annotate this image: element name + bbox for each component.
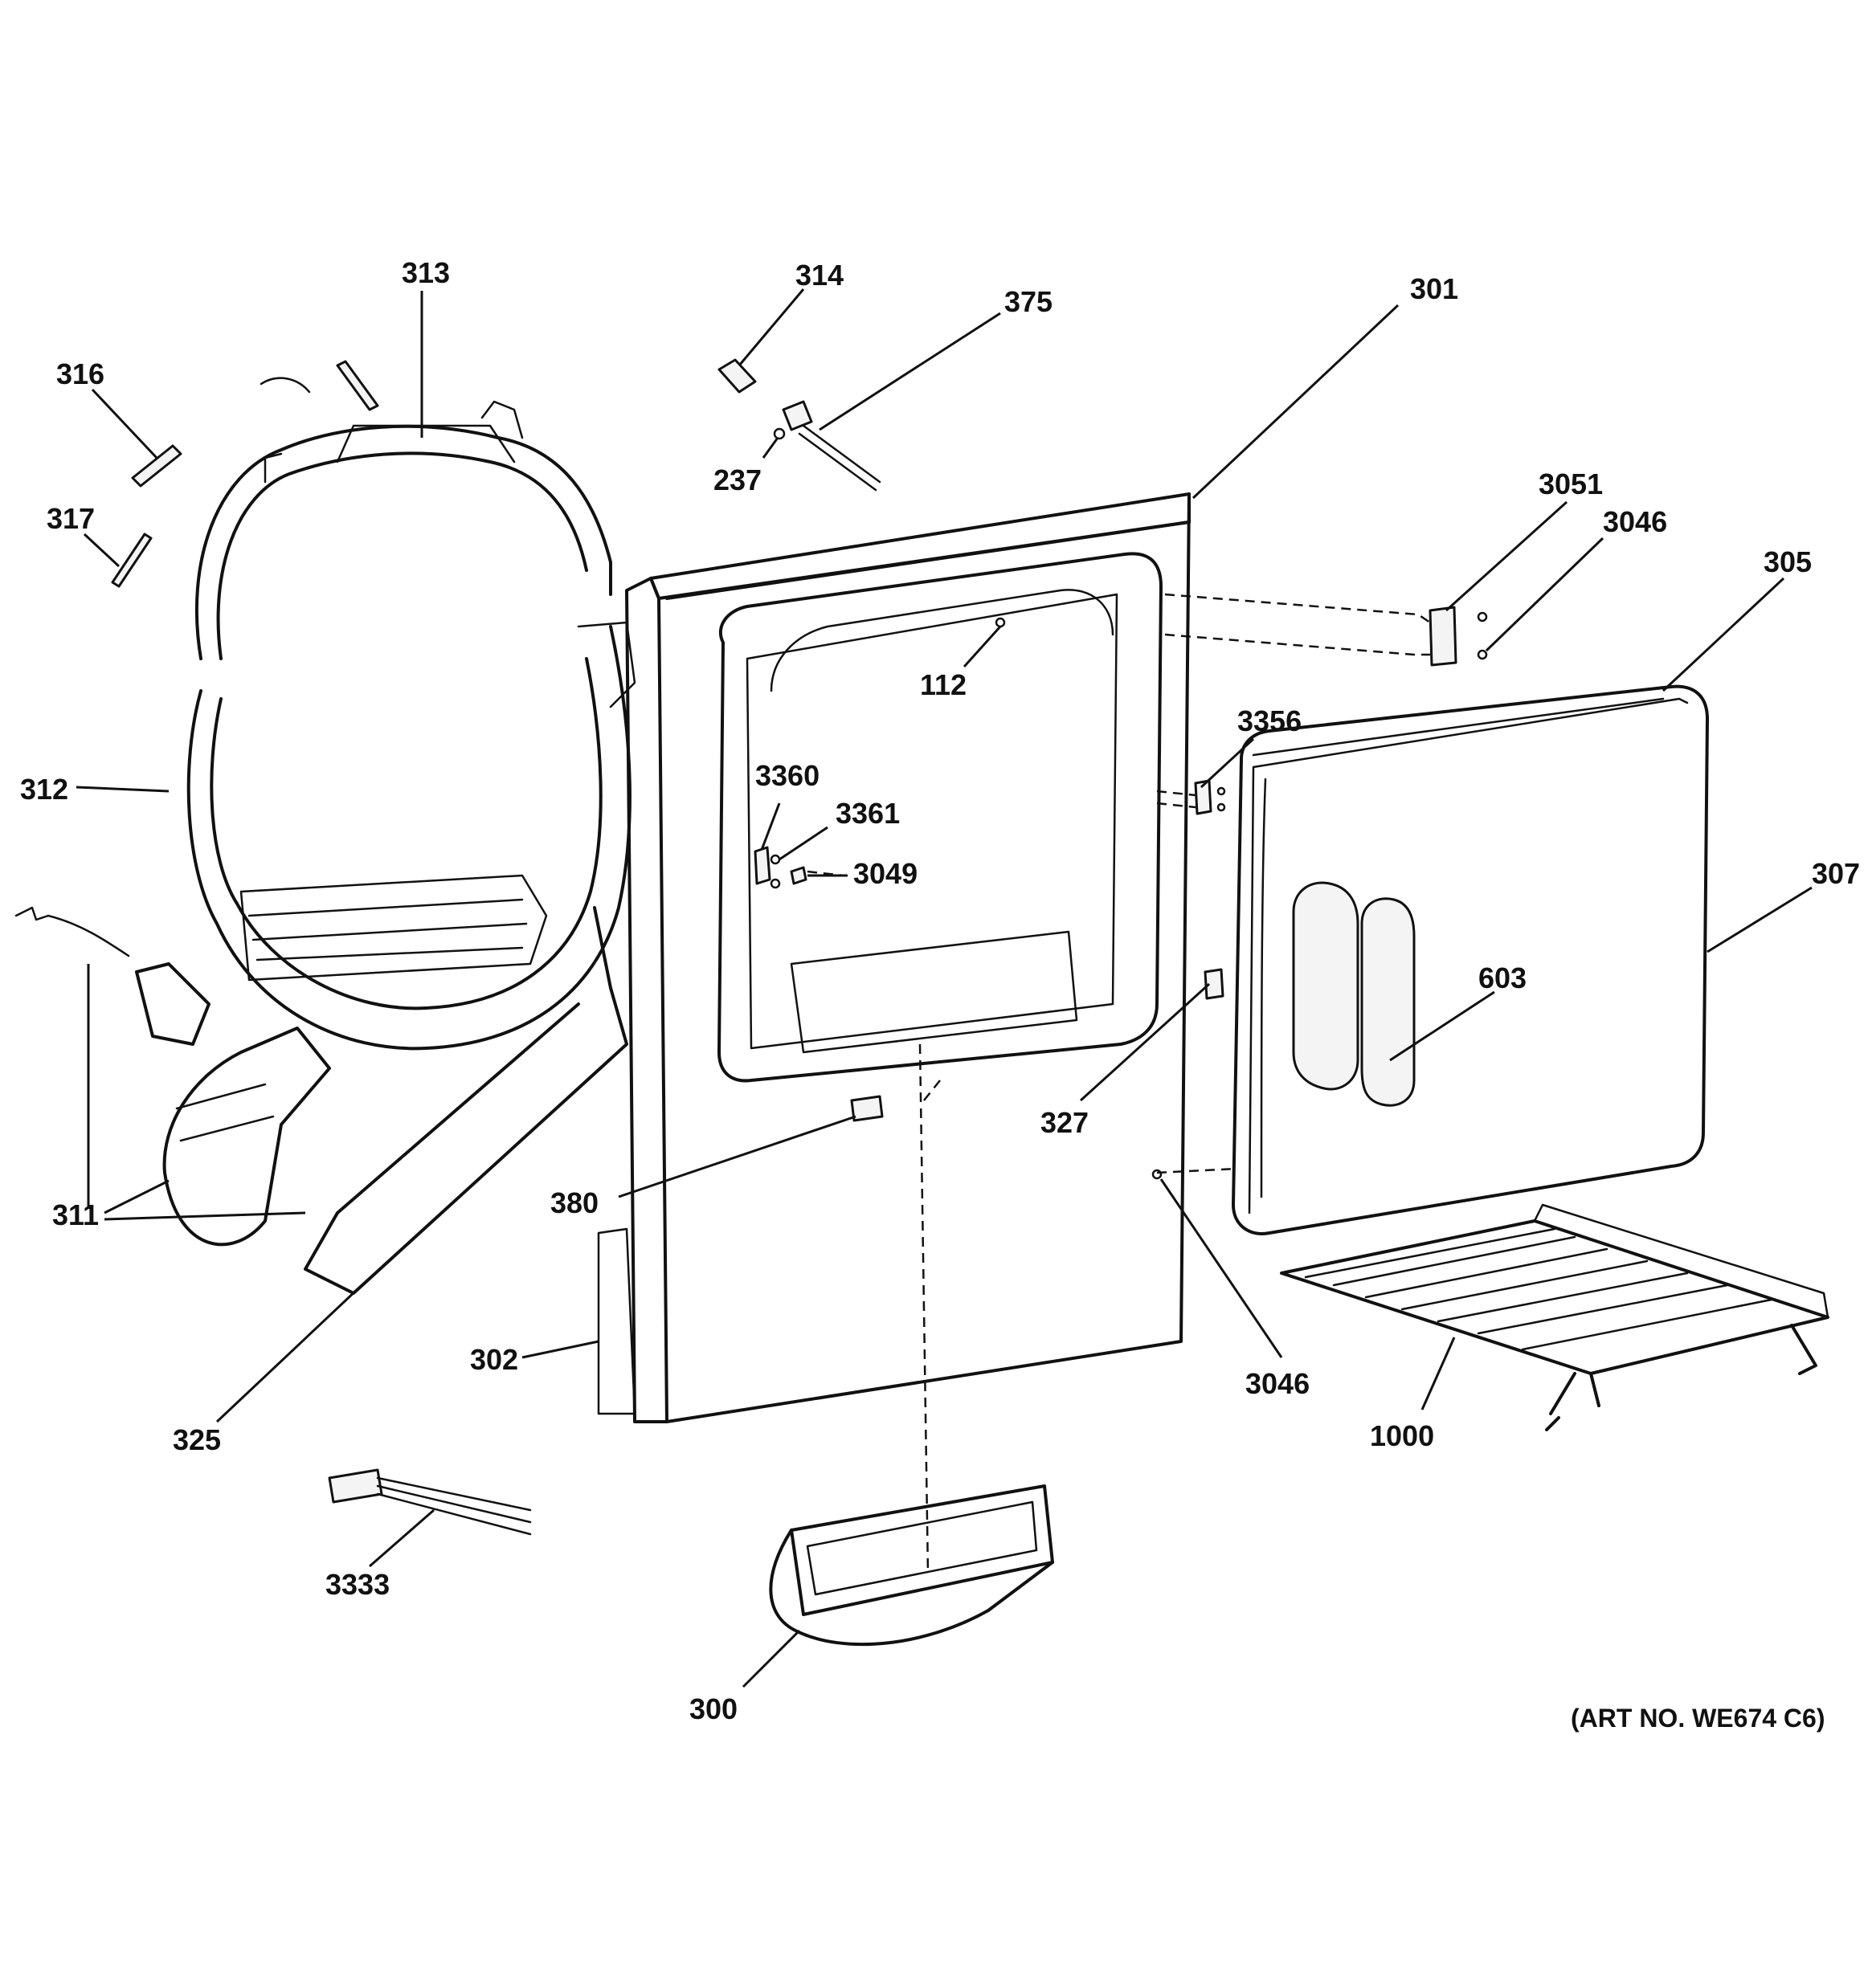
part-313-bulkhead-upper bbox=[194, 400, 612, 660]
callout-300: 300 bbox=[689, 1692, 738, 1725]
leader-302 bbox=[521, 1340, 599, 1359]
part-3361-screw bbox=[770, 854, 781, 889]
part-3051-hinge bbox=[1429, 606, 1488, 667]
callout-314: 314 bbox=[795, 259, 844, 292]
part-3356-hinge bbox=[1194, 779, 1226, 815]
leader-lines bbox=[76, 288, 1813, 1688]
leader-325 bbox=[215, 1288, 359, 1423]
callout-237: 237 bbox=[713, 463, 762, 496]
leader-327 bbox=[1079, 982, 1211, 1102]
leader-1000 bbox=[1420, 1337, 1456, 1410]
leader-317 bbox=[83, 533, 121, 568]
callout-325: 325 bbox=[173, 1423, 221, 1456]
part-302-insulation bbox=[597, 1227, 636, 1415]
part-3049-strike bbox=[790, 866, 807, 885]
leader-301 bbox=[1192, 304, 1400, 500]
part-316-clip bbox=[131, 444, 182, 488]
callout-311: 311 bbox=[52, 1198, 99, 1231]
leader-316 bbox=[91, 388, 158, 459]
part-3333-cable bbox=[328, 1468, 532, 1536]
part-375-harness bbox=[782, 400, 881, 492]
part-3046-screw-lower bbox=[1151, 1169, 1163, 1180]
callout-301: 301 bbox=[1410, 272, 1458, 305]
callout-3051: 3051 bbox=[1539, 467, 1603, 500]
callout-316: 316 bbox=[56, 357, 104, 390]
callout-3360: 3360 bbox=[755, 759, 820, 792]
part-325-hose bbox=[304, 906, 628, 1295]
callout-labels: 313 316 317 312 311 325 3333 314 375 237… bbox=[20, 256, 1860, 1725]
callout-305: 305 bbox=[1764, 545, 1812, 578]
leader-3356 bbox=[1200, 737, 1255, 789]
leader-3046-lower bbox=[1159, 1178, 1283, 1358]
part-311-duct bbox=[14, 906, 331, 1247]
part-300-lint-housing bbox=[769, 1484, 1054, 1647]
callout-313: 313 bbox=[402, 256, 450, 289]
part-305-door-frame bbox=[1252, 697, 1665, 757]
leader-311-c bbox=[104, 1211, 306, 1221]
callout-302: 302 bbox=[470, 1343, 518, 1376]
part-603-handle bbox=[1292, 881, 1416, 1107]
leader-380 bbox=[618, 1115, 856, 1198]
callout-3046-upper: 3046 bbox=[1603, 505, 1667, 538]
leader-311-b bbox=[104, 1179, 170, 1214]
leader-3361 bbox=[779, 826, 828, 861]
leader-3046-upper bbox=[1485, 537, 1604, 652]
leader-307 bbox=[1707, 886, 1813, 953]
callout-380: 380 bbox=[550, 1186, 599, 1219]
callout-317: 317 bbox=[47, 502, 95, 535]
leader-3333 bbox=[369, 1508, 435, 1568]
part-237-screw bbox=[773, 427, 786, 440]
leader-3360 bbox=[760, 802, 781, 851]
callout-327: 327 bbox=[1040, 1106, 1089, 1139]
leader-237 bbox=[762, 437, 779, 459]
part-380-switch bbox=[850, 1095, 884, 1122]
callout-375: 375 bbox=[1004, 285, 1053, 318]
part-307-door bbox=[1232, 684, 1709, 1235]
callout-307: 307 bbox=[1812, 857, 1860, 890]
callout-3361: 3361 bbox=[836, 797, 900, 830]
leader-300 bbox=[742, 1629, 801, 1688]
art-number: (ART NO. WE674 C6) bbox=[1571, 1704, 1825, 1733]
callout-312: 312 bbox=[20, 773, 68, 806]
part-312-bulkhead-lower bbox=[186, 621, 636, 1051]
callout-112: 112 bbox=[920, 668, 967, 701]
callout-603: 603 bbox=[1478, 961, 1527, 994]
part-3360-latch bbox=[754, 846, 771, 885]
leader-305 bbox=[1662, 577, 1785, 692]
callout-1000: 1000 bbox=[1370, 1419, 1434, 1452]
leader-603 bbox=[1389, 990, 1495, 1062]
part-314-bulb bbox=[717, 358, 757, 394]
callout-3333: 3333 bbox=[325, 1568, 390, 1601]
leader-3051 bbox=[1445, 500, 1568, 612]
part-1000-drying-rack bbox=[1280, 1203, 1829, 1431]
callout-3049: 3049 bbox=[853, 857, 918, 890]
part-small-clips-top bbox=[260, 360, 379, 411]
part-327-door-switch bbox=[1204, 968, 1224, 1000]
callout-3046-lower: 3046 bbox=[1245, 1367, 1310, 1400]
leader-312 bbox=[76, 786, 170, 793]
leader-314 bbox=[738, 288, 805, 366]
part-301-front-panel bbox=[625, 492, 1191, 1423]
callout-3356: 3356 bbox=[1237, 704, 1302, 737]
leader-112 bbox=[963, 625, 1002, 668]
assembly-dashed-lines bbox=[807, 593, 1431, 1575]
leader-375 bbox=[819, 312, 1001, 431]
part-317-strip bbox=[111, 533, 153, 588]
